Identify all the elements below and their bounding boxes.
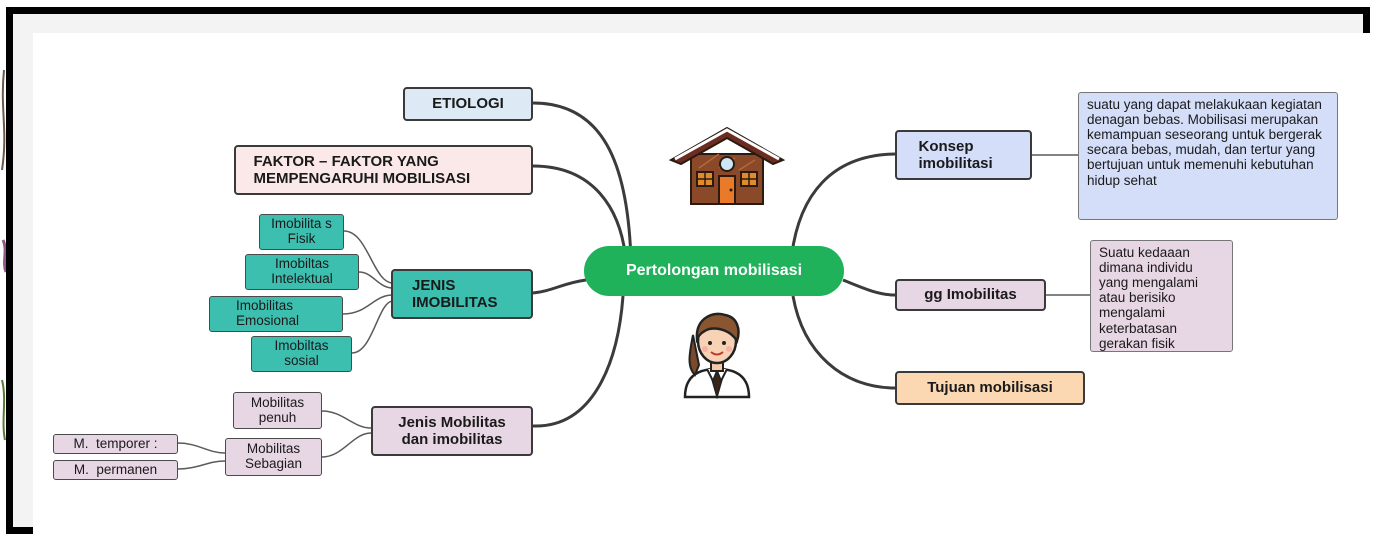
sub-imobilitas-intelektual-label: Imobiltas Intelektual	[271, 256, 333, 286]
sub-permanen[interactable]: M. permanen	[53, 460, 178, 480]
node-jenis-mobilitas-label: Jenis Mobilitas dan imobilitas	[398, 413, 506, 448]
node-etiologi[interactable]: ETIOLOGI	[403, 87, 533, 121]
sub-imobilitas-emosional-label: Imobilitas Emosional	[236, 298, 300, 328]
sub-mobilitas-penuh-label: Mobilitas penuh	[250, 394, 305, 425]
sub-imobilitas-sosial[interactable]: Imobiltas sosial	[251, 336, 352, 372]
node-faktor-label: FAKTOR – FAKTOR YANG MEMPENGARUHI MOBILI…	[253, 152, 471, 187]
sub-mobilitas-penuh[interactable]: Mobilitas penuh	[233, 392, 322, 429]
link-permanen	[177, 460, 226, 470]
branch-tujuan	[791, 295, 896, 390]
branch-konsep	[789, 152, 896, 262]
sub-temporer-label: M. temporer :	[73, 435, 158, 451]
node-konsep[interactable]: Konsep imobilitasi	[895, 130, 1032, 180]
branch-gg	[842, 278, 896, 297]
note-gg-imobilitas: Suatu kedaaan dimana individu yang menga…	[1090, 240, 1233, 352]
link-intelektual	[358, 271, 394, 289]
link-emosional	[342, 294, 394, 315]
branch-jenis-mobilitas	[532, 295, 625, 428]
node-jenis-mobilitas[interactable]: Jenis Mobilitas dan imobilitas	[371, 406, 533, 456]
node-faktor[interactable]: FAKTOR – FAKTOR YANG MEMPENGARUHI MOBILI…	[234, 145, 533, 195]
link-sebagian	[321, 432, 372, 458]
house-icon	[669, 126, 785, 205]
node-jenis-imobilitas[interactable]: JENIS IMOBILITAS	[391, 269, 533, 319]
note-konsep: suatu yang dapat melakukaan kegiatan den…	[1078, 92, 1338, 220]
note-konsep-text: suatu yang dapat melakukaan kegiatan den…	[1087, 97, 1322, 188]
node-gg-imobilitas-label: gg Imobilitas	[924, 286, 1017, 304]
sub-imobilitas-sosial-label: Imobiltas sosial	[274, 338, 329, 368]
node-gg-imobilitas[interactable]: gg Imobilitas	[895, 279, 1046, 311]
sub-permanen-label: M. permanen	[73, 461, 158, 477]
sub-imobilitas-fisik-label: Imobilita s Fisik	[271, 216, 332, 246]
link-sosial	[351, 300, 394, 354]
central-topic-label: Pertolongan mobilisasi	[625, 262, 803, 279]
nurse-person-icon	[683, 312, 751, 399]
note-gg-imobilitas-text: Suatu kedaaan dimana individu yang menga…	[1099, 245, 1199, 351]
central-topic[interactable]: Pertolongan mobilisasi	[584, 246, 844, 296]
sub-imobilitas-fisik[interactable]: Imobilita s Fisik	[259, 214, 344, 250]
diagram-frame: Pertolongan mobilisasi ETIOLOGI FAKTOR –…	[6, 7, 1371, 539]
sub-mobilitas-sebagian-label: Mobilitas Sebagian	[244, 441, 303, 471]
node-konsep-label: Konsep imobilitasi	[918, 137, 993, 172]
sub-temporer[interactable]: M. temporer :	[53, 434, 178, 454]
node-tujuan-label: Tujuan mobilisasi	[927, 379, 1053, 397]
link-penuh	[321, 410, 372, 429]
node-tujuan[interactable]: Tujuan mobilisasi	[895, 371, 1085, 405]
link-temporer	[177, 442, 226, 454]
connector-lines	[177, 101, 1090, 470]
mindmap-canvas: Pertolongan mobilisasi ETIOLOGI FAKTOR –…	[33, 33, 1371, 539]
node-jenis-imobilitas-label: JENIS IMOBILITAS	[412, 276, 498, 311]
branch-jenis-imobilitas	[532, 278, 587, 295]
node-etiologi-label: ETIOLOGI	[432, 95, 504, 113]
sub-imobilitas-intelektual[interactable]: Imobiltas Intelektual	[245, 254, 359, 290]
branch-faktor	[532, 164, 628, 262]
sub-mobilitas-sebagian[interactable]: Mobilitas Sebagian	[225, 438, 322, 476]
link-fisik	[343, 230, 394, 284]
sub-imobilitas-emosional[interactable]: Imobilitas Emosional	[209, 296, 343, 332]
branch-etiologi	[532, 101, 633, 262]
